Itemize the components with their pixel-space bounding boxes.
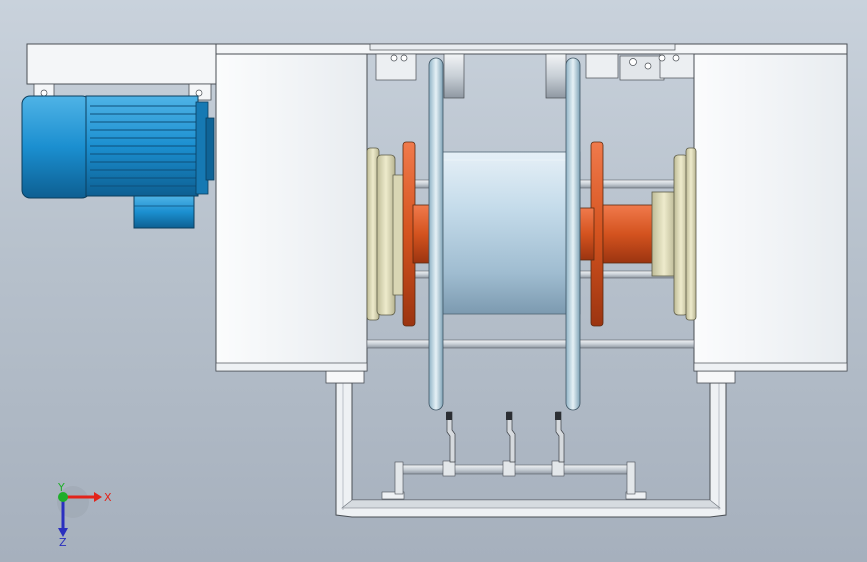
coordinate-triad: X Y Z [57, 481, 112, 549]
z-axis-label: Z [59, 536, 67, 549]
left-side-frame[interactable] [215, 53, 368, 372]
y-axis-dot [58, 492, 68, 502]
right-side-frame[interactable] [693, 53, 848, 372]
motor-mount-bracket[interactable] [26, 43, 217, 101]
z-axis-arrowhead [58, 528, 68, 537]
top-plate[interactable] [215, 43, 848, 99]
y-axis-label: Y [57, 481, 65, 494]
x-axis-label: X [104, 491, 112, 504]
left-bearing-assembly[interactable] [366, 141, 438, 327]
support-frame[interactable] [325, 370, 736, 518]
sensor-brackets[interactable] [446, 411, 565, 463]
cable-drum[interactable] [436, 151, 581, 315]
right-bearing-assembly[interactable] [577, 141, 697, 327]
electric-motor[interactable] [21, 95, 215, 229]
x-axis-arrowhead [94, 492, 102, 502]
drum-flange-discs[interactable] [428, 57, 581, 411]
